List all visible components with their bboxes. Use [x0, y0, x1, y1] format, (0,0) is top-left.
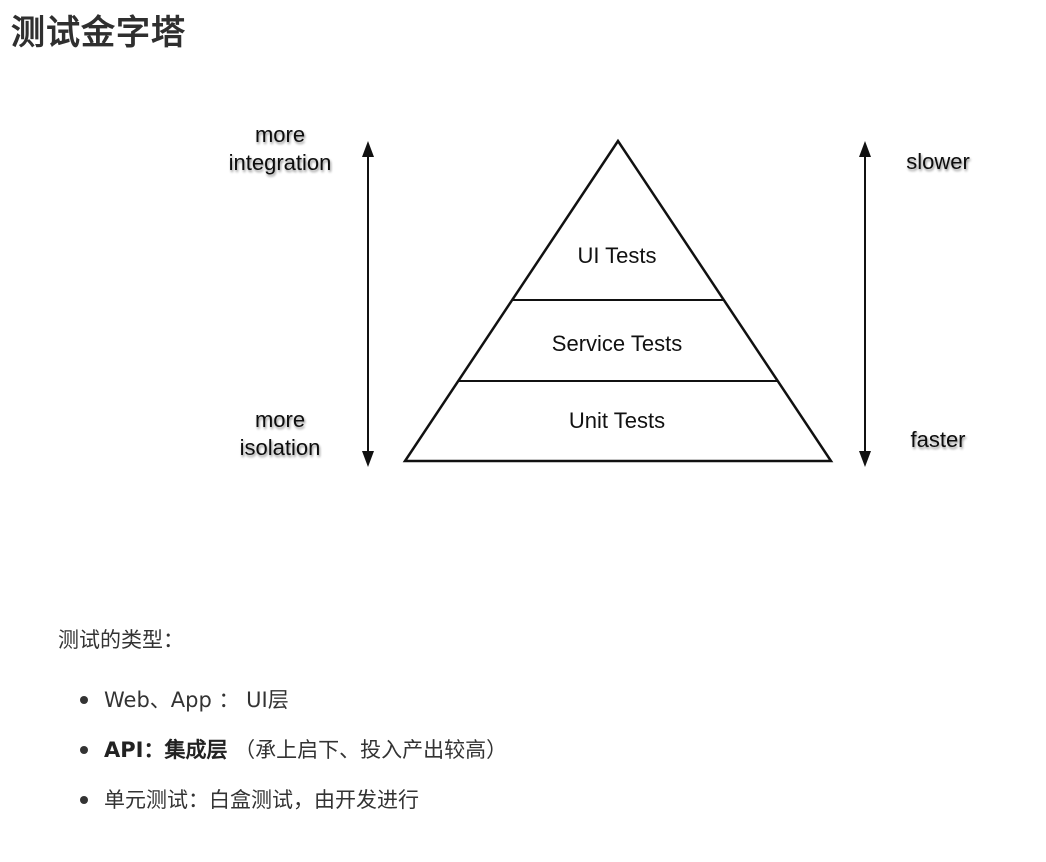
left-arrow-down-icon — [362, 451, 374, 467]
right-arrow-up-icon — [859, 141, 871, 157]
left-top-label-line2: integration — [229, 150, 332, 175]
list-item: API：集成层 （承上启下、投入产出较高） — [58, 730, 507, 780]
test-types-intro: 测试的类型： — [58, 628, 184, 652]
list-item-text: Web、App ： UI层 — [104, 688, 289, 712]
left-bottom-label-line2: isolation — [240, 435, 321, 460]
right-axis: slower faster — [859, 141, 970, 467]
tier-unit-tests-label: Unit Tests — [569, 408, 665, 433]
left-bottom-label-line1: more — [255, 407, 305, 432]
pyramid: UI Tests Service Tests Unit Tests — [402, 138, 834, 463]
left-top-label-line1: more — [255, 122, 305, 147]
list-item: 单元测试：白盒测试，由开发进行 — [58, 780, 507, 830]
test-types-list: Web、App ： UI层 API：集成层 （承上启下、投入产出较高） 单元测试… — [58, 680, 507, 830]
right-arrow-down-icon — [859, 451, 871, 467]
left-axis: more integration more isolation — [229, 122, 374, 467]
list-item: Web、App ： UI层 — [58, 680, 507, 730]
right-bottom-label: faster — [910, 427, 965, 452]
bullet-icon — [80, 696, 88, 704]
list-item-text: （承上启下、投入产出较高） — [234, 738, 508, 762]
bullet-icon — [80, 746, 88, 754]
list-item-text: 单元测试：白盒测试，由开发进行 — [104, 788, 419, 812]
list-item-bold-text: API：集成层 — [104, 738, 228, 762]
right-top-label: slower — [906, 149, 970, 174]
left-arrow-up-icon — [362, 141, 374, 157]
pyramid-outline — [402, 138, 834, 463]
tier-ui-tests-label: UI Tests — [577, 243, 656, 268]
test-pyramid-diagram: more integration more isolation UI Tests… — [229, 122, 970, 467]
bullet-icon — [80, 796, 88, 804]
tier-service-tests-label: Service Tests — [552, 331, 682, 356]
page-title: 测试金字塔 — [11, 13, 186, 53]
